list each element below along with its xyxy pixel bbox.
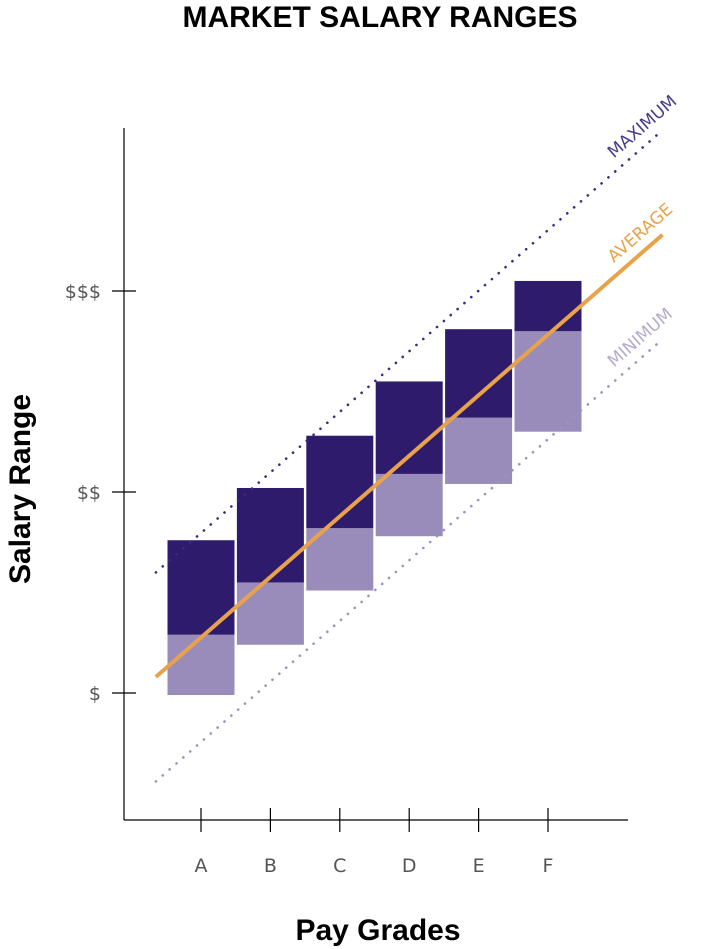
minimum-label: MINIMUM: [604, 304, 677, 371]
x-tick-label: E: [473, 855, 485, 877]
bar-upper-b: [236, 487, 304, 583]
bar-lower-f: [514, 331, 582, 432]
bar-lower-e: [445, 417, 513, 484]
x-tick-label: C: [333, 855, 346, 877]
average-line: [154, 233, 664, 679]
maximum-label: MAXIMUM: [604, 92, 681, 163]
minimum-line: [154, 337, 664, 783]
y-tick-label: $$$: [65, 281, 101, 303]
bar-upper-d: [375, 381, 443, 474]
y-tick-label: $: [89, 683, 101, 705]
x-tick-label: B: [264, 855, 277, 877]
average-label: AVERAGE: [604, 200, 677, 267]
chart-title: MARKET SALARY RANGES: [182, 1, 577, 34]
x-tick-label: D: [402, 855, 417, 877]
x-tick-label: A: [195, 855, 208, 877]
x-axis-title: Pay Grades: [295, 914, 460, 947]
bar-lower-b: [236, 582, 304, 645]
maximum-line: [154, 128, 664, 574]
bar-lower-c: [306, 528, 374, 591]
bar-lower-d: [375, 473, 443, 537]
y-tick-label: $$: [77, 482, 101, 504]
bar-lower-a: [167, 634, 235, 696]
bar-upper-c: [306, 435, 374, 529]
y-axis-title: Salary Range: [4, 394, 37, 584]
x-tick-label: F: [543, 855, 554, 877]
bar-upper-f: [514, 280, 582, 332]
